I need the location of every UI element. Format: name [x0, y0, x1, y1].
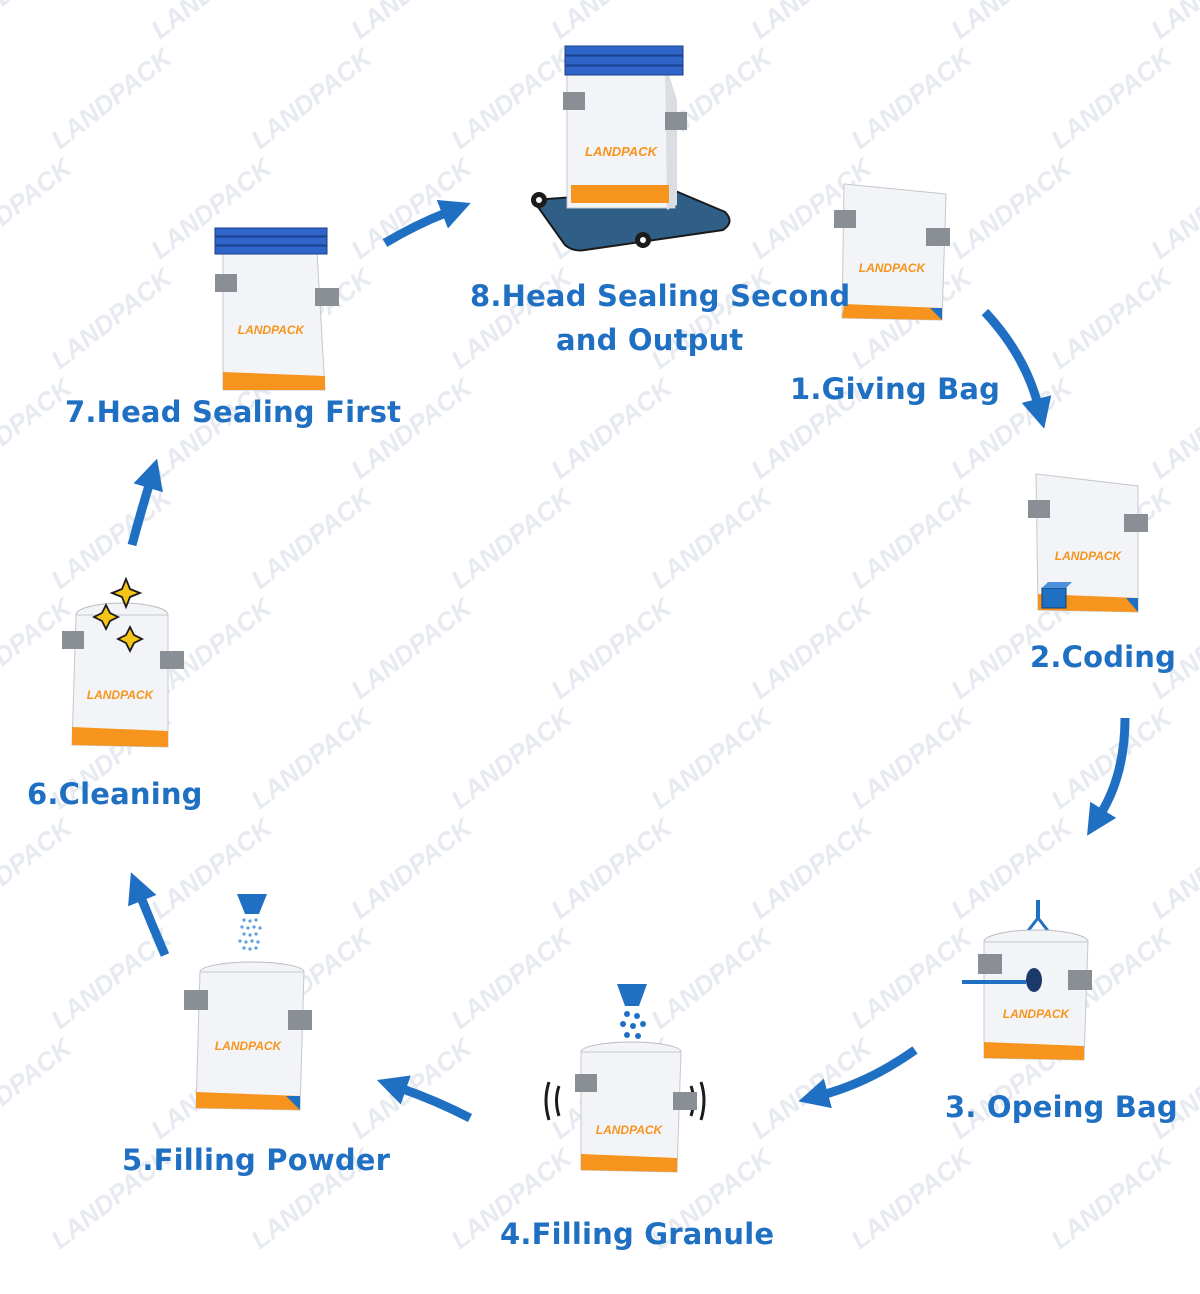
arrow-3-to-4	[798, 1046, 918, 1109]
step8-graphic: LANDPACK	[531, 45, 731, 252]
step7-graphic: LANDPACK	[214, 227, 339, 391]
step5-label: 5.Filling Powder	[122, 1143, 391, 1177]
bag-logo: LANDPACK	[87, 688, 155, 702]
packaging-bag-icon: LANDPACK	[62, 602, 184, 748]
step2-graphic: LANDPACK	[1028, 473, 1148, 613]
bag-logo: LANDPACK	[215, 1039, 283, 1053]
step5-graphic: LANDPACK	[184, 894, 312, 1111]
arrow-5-to-6	[128, 872, 170, 957]
bag-logo: LANDPACK	[1003, 1007, 1071, 1021]
step1-label: 1.Giving Bag	[790, 372, 1001, 406]
heat-sealer-icon	[214, 227, 328, 255]
hopper-icon	[617, 984, 647, 1039]
packaging-bag-icon: LANDPACK	[962, 929, 1092, 1061]
step8-label-line1: 8.Head Sealing Second	[470, 279, 851, 313]
bag-logo: LANDPACK	[238, 323, 306, 337]
step4-graphic: LANDPACK	[544, 984, 706, 1173]
packaging-bag-icon: LANDPACK	[215, 251, 339, 391]
bag-logo: LANDPACK	[1055, 549, 1123, 563]
step7-label: 7.Head Sealing First	[65, 395, 402, 429]
coding-printer-icon	[1041, 582, 1072, 609]
arrow-6-to-7	[127, 458, 163, 547]
bag-logo: LANDPACK	[596, 1123, 664, 1137]
arrow-2-to-3	[1087, 717, 1130, 836]
step6-graphic: LANDPACK	[62, 576, 184, 748]
step1-graphic: LANDPACK	[834, 183, 950, 321]
arrow-7-to-8	[382, 200, 471, 247]
packaging-bag-icon: LANDPACK	[563, 61, 687, 210]
packaging-bag-icon: LANDPACK	[184, 961, 312, 1111]
heat-sealer-icon	[564, 45, 684, 76]
step8-label-line2: and Output	[556, 323, 744, 357]
packaging-bag-icon: LANDPACK	[1028, 473, 1148, 613]
bag-logo: LANDPACK	[585, 144, 659, 159]
step3-label: 3. Opeing Bag	[945, 1090, 1178, 1124]
bag-logo: LANDPACK	[859, 261, 927, 275]
arrow-4-to-5	[376, 1075, 473, 1123]
step3-graphic: LANDPACK	[962, 900, 1092, 1061]
step6-label: 6.Cleaning	[27, 777, 203, 811]
arrow-1-to-2	[981, 308, 1052, 429]
packaging-bag-icon: LANDPACK	[575, 1041, 697, 1173]
step4-label: 4.Filling Granule	[500, 1217, 775, 1251]
hopper-icon	[237, 894, 267, 951]
step2-label: 2.Coding	[1030, 640, 1177, 674]
packaging-bag-icon: LANDPACK	[834, 183, 950, 321]
sparkle-icon	[91, 576, 145, 654]
